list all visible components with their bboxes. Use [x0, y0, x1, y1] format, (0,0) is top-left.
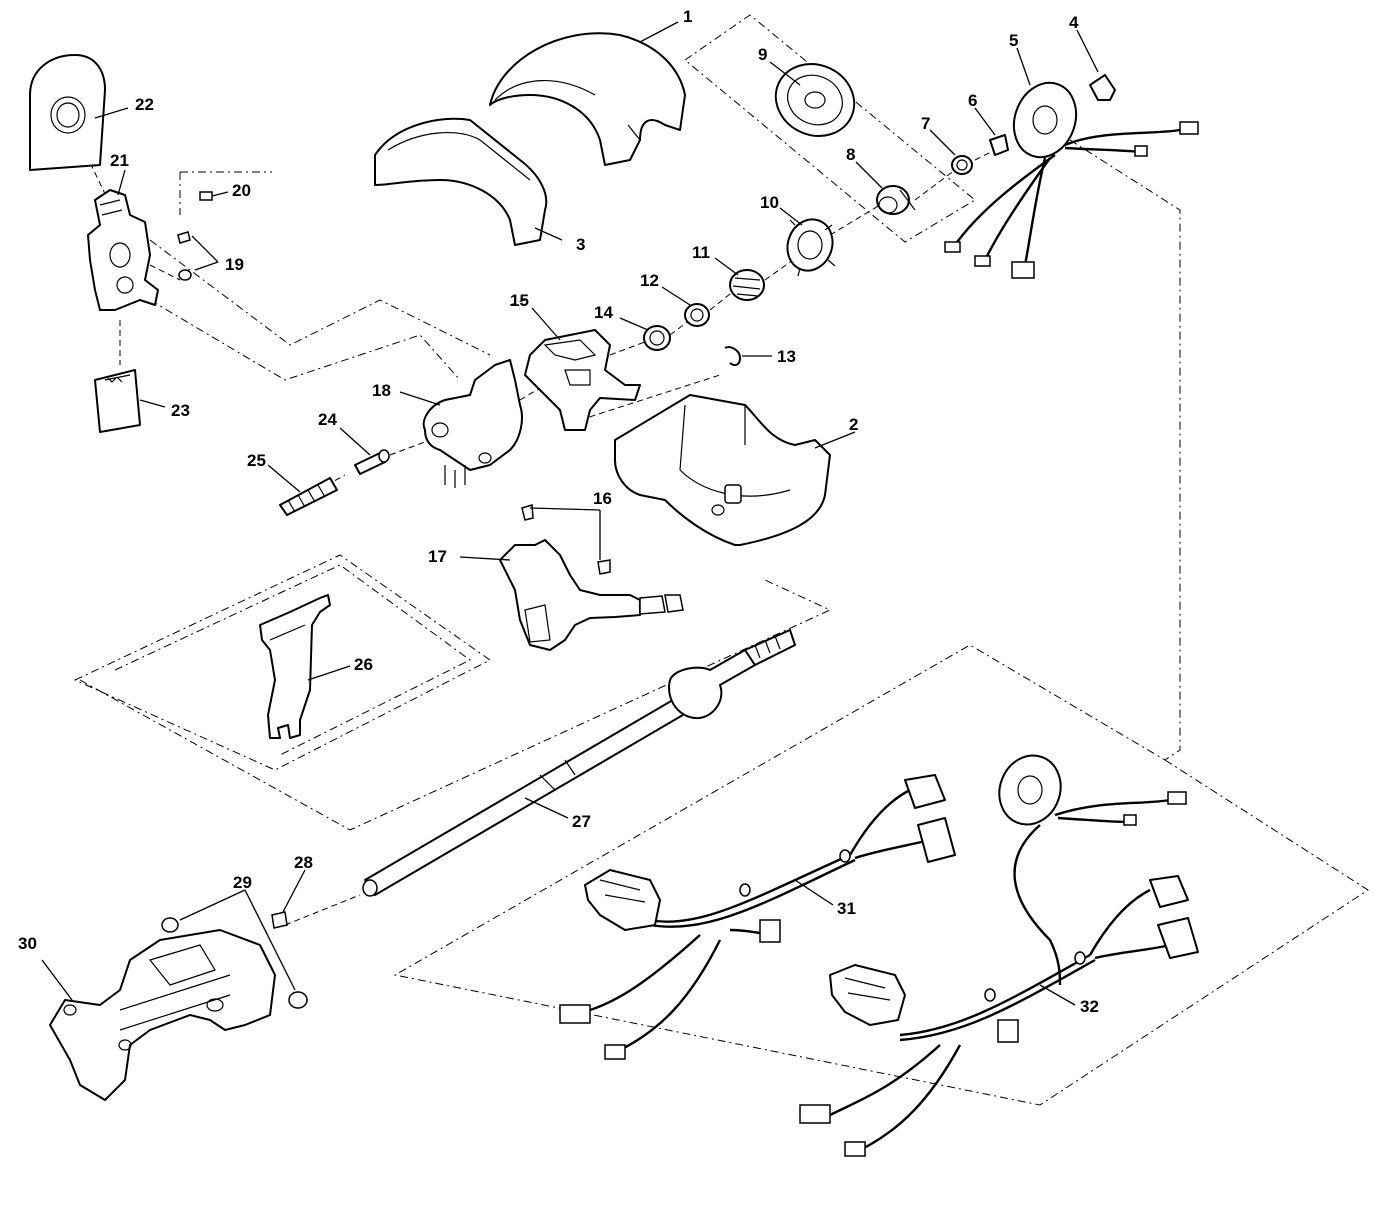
- callout-21: 21: [110, 151, 129, 170]
- clip: [1089, 74, 1116, 101]
- callout-24: 24: [318, 410, 337, 429]
- ring-gear: [786, 218, 836, 277]
- callout-20: 20: [232, 181, 251, 200]
- bolt-28: [271, 911, 288, 929]
- callout-22: 22: [135, 95, 154, 114]
- snap-ring: [951, 155, 973, 175]
- callout-25: 25: [247, 451, 266, 470]
- callout-31: 31: [837, 899, 856, 918]
- callout-labels: 1 2 3 4 5 6 7 8 9 10 11 12 13 14 15 16 1…: [18, 7, 1099, 1016]
- callout-13: 13: [777, 347, 796, 366]
- callout-4: 4: [1069, 13, 1079, 32]
- alignment-lines: [59, 14, 1369, 1106]
- callout-9: 9: [758, 45, 767, 64]
- steering-shaft: [362, 629, 796, 897]
- lock-housing: [422, 359, 523, 488]
- leader-lines: [41, 21, 1099, 1006]
- contact-disc: [774, 63, 856, 137]
- callout-7: 7: [921, 114, 930, 133]
- wiring-harness-31: [559, 774, 956, 1060]
- lock-cylinder: [87, 189, 159, 311]
- screws-16: [521, 504, 611, 575]
- callout-10: 10: [760, 193, 779, 212]
- callout-11: 11: [692, 243, 710, 262]
- bearing-12: [684, 303, 710, 327]
- callout-28: 28: [294, 853, 313, 872]
- clip-13: [724, 346, 741, 367]
- callout-14: 14: [594, 303, 613, 322]
- callout-17: 17: [428, 547, 447, 566]
- pin-24: [354, 449, 390, 475]
- screws-19-20: [177, 191, 213, 281]
- callout-30: 30: [18, 934, 37, 953]
- callout-29: 29: [233, 873, 252, 892]
- upper-shroud: [489, 32, 686, 166]
- callout-19: 19: [225, 255, 244, 274]
- housing: [524, 329, 641, 431]
- lower-shroud: [614, 394, 831, 546]
- wiring-harness-32: [799, 754, 1199, 1157]
- bearing-14: [643, 325, 671, 351]
- callout-2: 2: [849, 415, 858, 434]
- multifunction-switch: [499, 539, 684, 651]
- callout-15: 15: [510, 291, 529, 310]
- callout-12: 12: [640, 271, 659, 290]
- callout-1: 1: [683, 7, 692, 26]
- callout-16: 16: [593, 489, 612, 508]
- callout-18: 18: [372, 381, 391, 400]
- clock-spring: [944, 81, 1199, 279]
- callout-6: 6: [968, 91, 977, 110]
- callout-8: 8: [846, 145, 855, 164]
- spring-25: [279, 477, 338, 516]
- callout-3: 3: [576, 235, 585, 254]
- switch-module: [94, 369, 141, 433]
- callout-23: 23: [171, 401, 190, 420]
- callout-26: 26: [354, 655, 373, 674]
- bushing: [876, 185, 916, 215]
- key-cover: [29, 54, 106, 171]
- column-bracket: [49, 929, 276, 1101]
- tilt-lever: [259, 594, 331, 739]
- callout-27: 27: [572, 812, 591, 831]
- bolts-29: [161, 917, 308, 1009]
- shroud-cover: [374, 117, 548, 246]
- retainer: [989, 134, 1009, 156]
- callout-5: 5: [1009, 31, 1018, 50]
- spring-11: [729, 269, 765, 301]
- callout-32: 32: [1080, 997, 1099, 1016]
